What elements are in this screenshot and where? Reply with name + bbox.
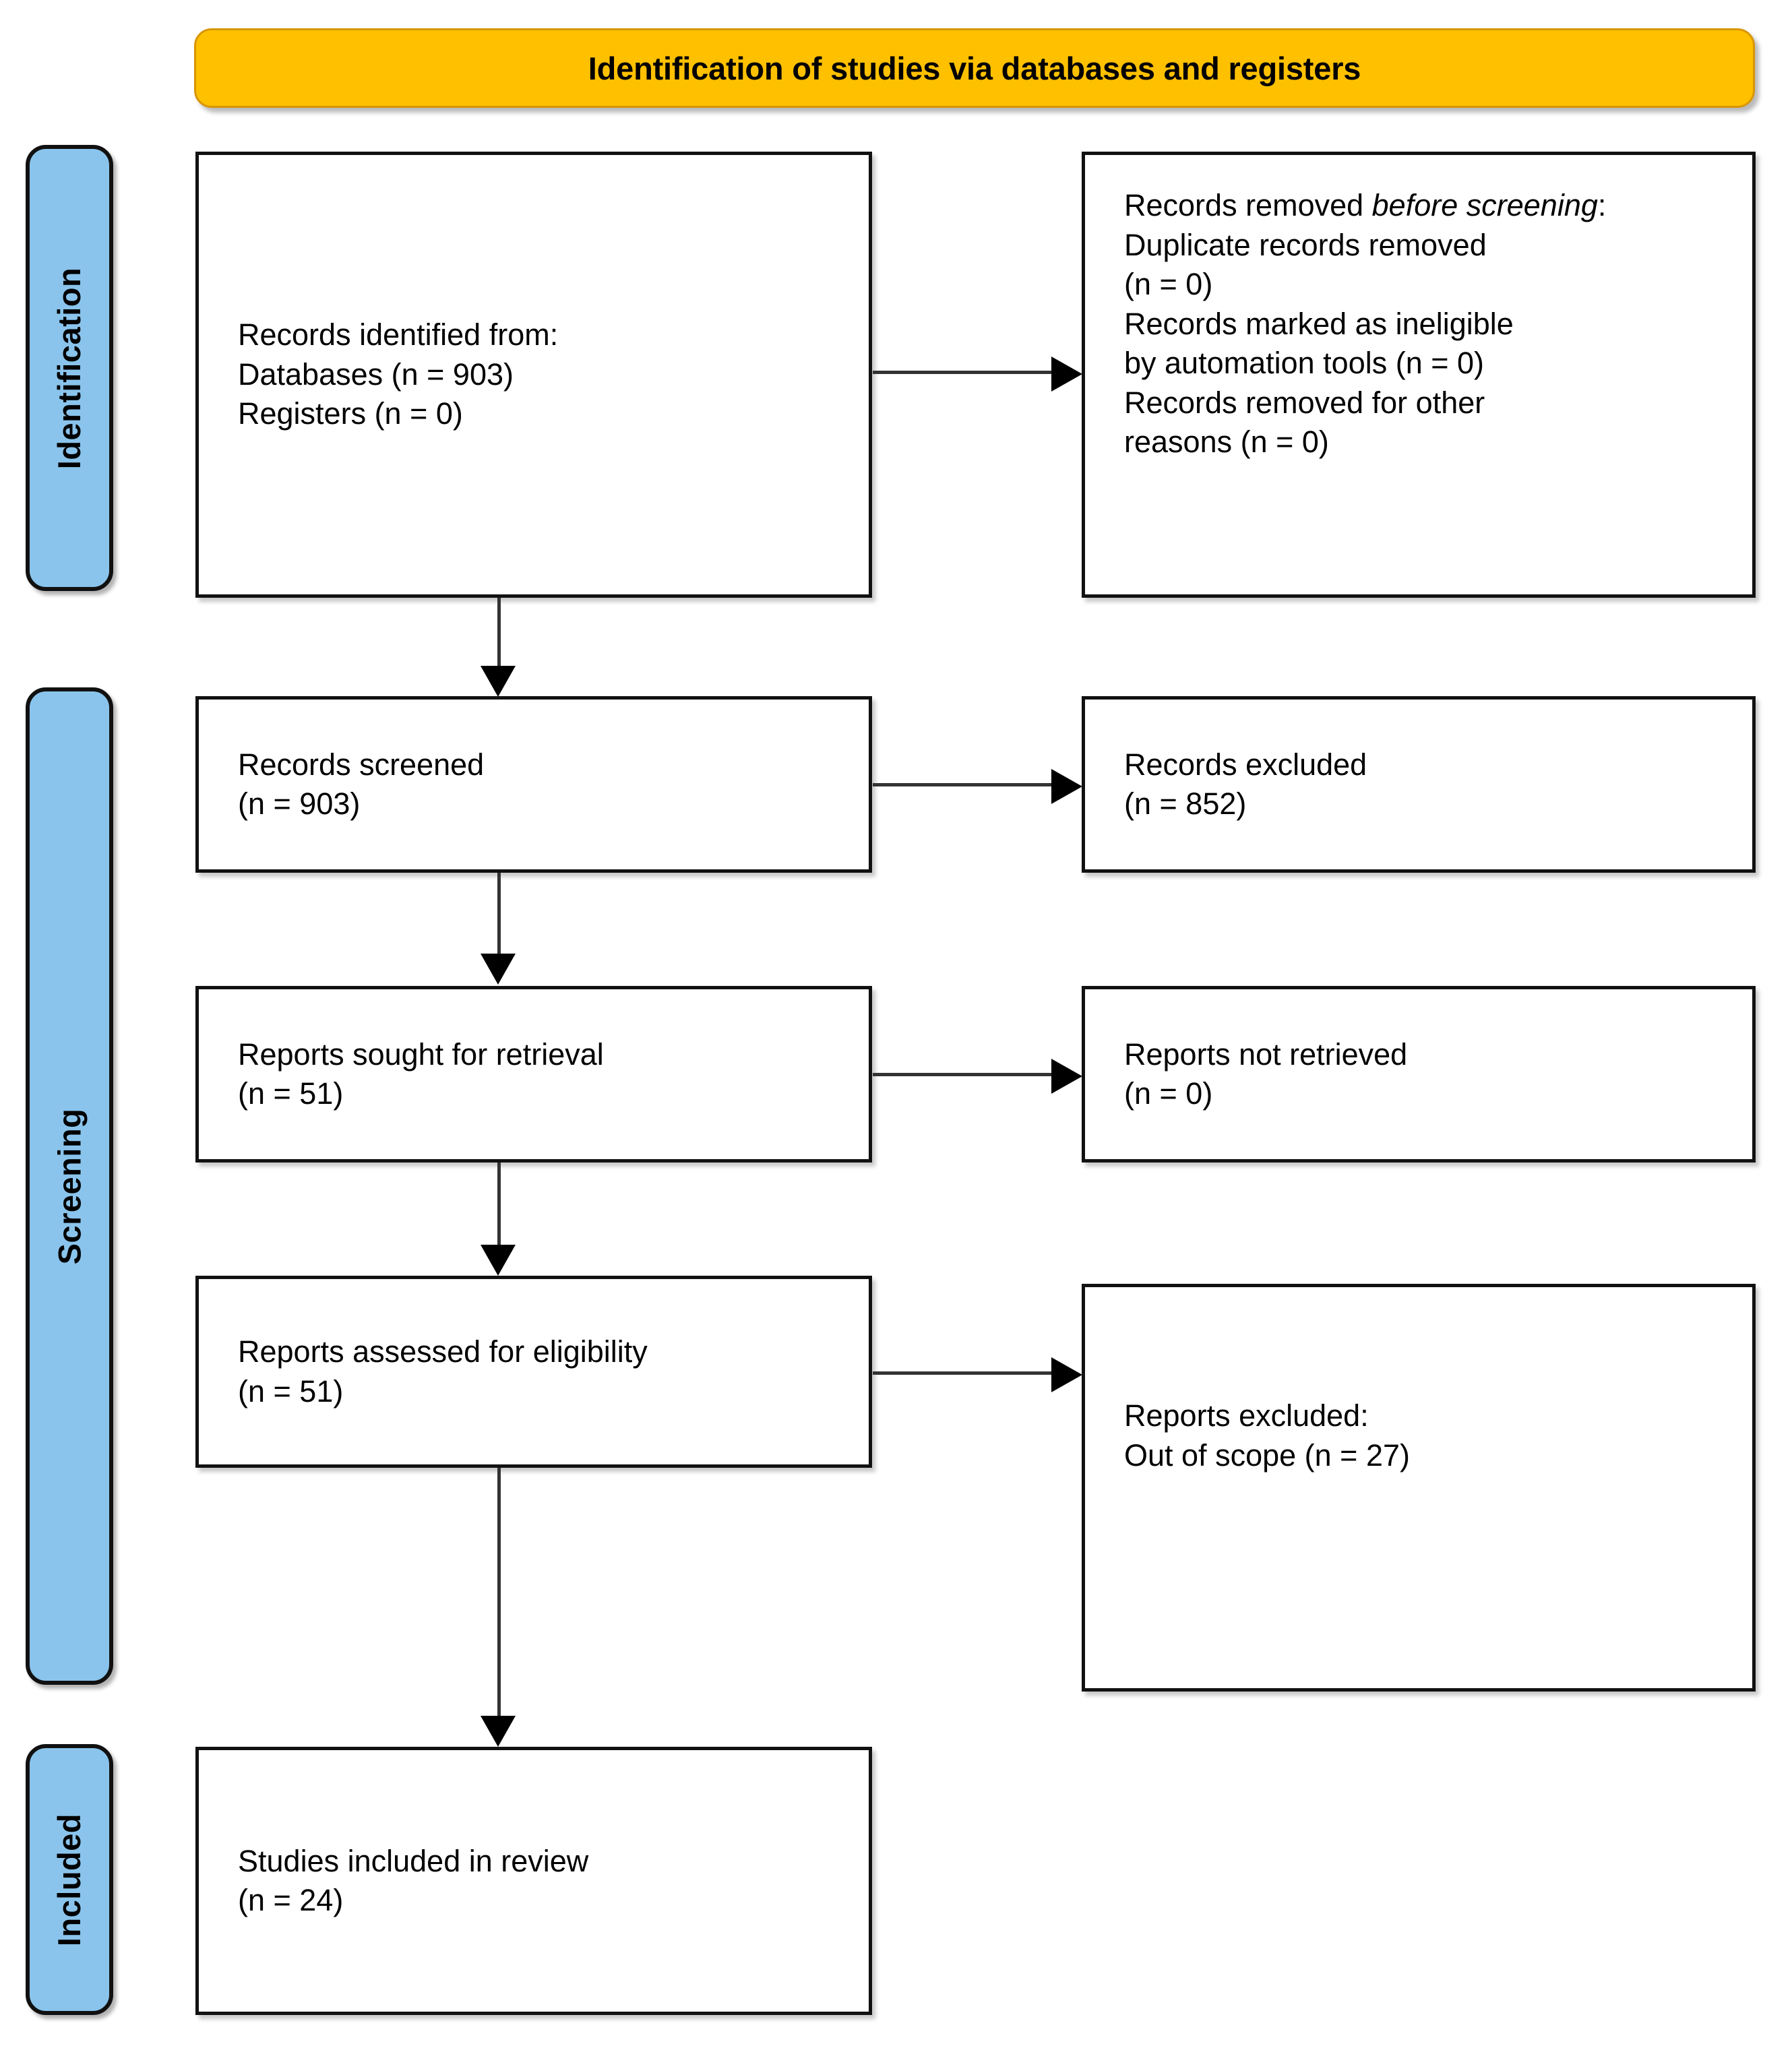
stage-label-included: Included — [26, 1744, 113, 2015]
reports-assessed-line2: (n = 51) — [238, 1373, 344, 1408]
box-records-removed-text: Records removed before screening: Duplic… — [1085, 186, 1752, 462]
studies-included-line1: Studies included in review — [238, 1843, 589, 1878]
arrow-down-icon — [481, 954, 516, 985]
records-removed-heading-plain: Records removed — [1124, 188, 1372, 222]
arrow-right-icon — [1051, 1059, 1082, 1094]
arrow-right-icon — [1051, 769, 1082, 804]
records-identified-line3: Registers (n = 0) — [238, 396, 463, 431]
reports-excluded-line1: Reports excluded: — [1124, 1398, 1369, 1433]
records-identified-line1: Records identified from: — [238, 317, 559, 352]
arrow-right-icon — [1051, 356, 1082, 392]
records-removed-line4: by automation tools (n = 0) — [1124, 346, 1485, 380]
reports-sought-line1: Reports sought for retrieval — [238, 1036, 604, 1072]
arrow-right-icon — [1051, 1357, 1082, 1392]
box-reports-excluded-text: Reports excluded: Out of scope (n = 27) — [1085, 1396, 1752, 1475]
studies-included-line2: (n = 24) — [238, 1883, 344, 1917]
connector-identified-to-removed — [873, 371, 1053, 374]
records-screened-line2: (n = 903) — [238, 786, 361, 821]
diagram-header-banner: Identification of studies via databases … — [194, 28, 1755, 108]
connector-assessed-to-included — [497, 1468, 501, 1716]
box-reports-sought-text: Reports sought for retrieval (n = 51) — [199, 1035, 869, 1114]
records-removed-heading-italic: before screening — [1371, 188, 1598, 222]
reports-not-retrieved-line2: (n = 0) — [1124, 1076, 1213, 1111]
records-removed-line5: Records removed for other — [1124, 385, 1485, 420]
box-records-screened-text: Records screened (n = 903) — [199, 745, 869, 824]
arrow-down-icon — [481, 666, 516, 697]
box-records-screened: Records screened (n = 903) — [195, 696, 872, 873]
connector-screened-to-sought — [497, 873, 501, 954]
box-records-excluded: Records excluded (n = 852) — [1082, 696, 1756, 873]
arrow-down-icon — [481, 1245, 516, 1276]
records-excluded-line1: Records excluded — [1124, 747, 1367, 782]
box-reports-assessed-for-eligibility: Reports assessed for eligibility (n = 51… — [195, 1276, 872, 1468]
stage-label-identification-text: Identification — [51, 267, 88, 469]
reports-sought-line2: (n = 51) — [238, 1076, 344, 1111]
box-reports-excluded: Reports excluded: Out of scope (n = 27) — [1082, 1284, 1756, 1692]
records-removed-line1: Duplicate records removed — [1124, 227, 1487, 262]
records-removed-line6: reasons (n = 0) — [1124, 425, 1329, 459]
stage-label-screening: Screening — [26, 687, 113, 1685]
records-removed-line2: (n = 0) — [1124, 267, 1213, 301]
connector-sought-to-assessed — [497, 1162, 501, 1245]
box-records-identified: Records identified from: Databases (n = … — [195, 152, 872, 598]
stage-label-included-text: Included — [51, 1813, 88, 1946]
records-identified-line2: Databases (n = 903) — [238, 356, 514, 392]
box-reports-sought-for-retrieval: Reports sought for retrieval (n = 51) — [195, 986, 872, 1162]
records-excluded-line2: (n = 852) — [1124, 786, 1247, 821]
stage-label-identification: Identification — [26, 145, 113, 591]
box-reports-not-retrieved-text: Reports not retrieved (n = 0) — [1085, 1035, 1752, 1114]
diagram-title: Identification of studies via databases … — [588, 50, 1361, 86]
box-records-excluded-text: Records excluded (n = 852) — [1085, 745, 1752, 824]
stage-label-screening-text: Screening — [51, 1108, 88, 1264]
box-studies-included-text: Studies included in review (n = 24) — [199, 1842, 869, 1921]
reports-excluded-line2: Out of scope (n = 27) — [1124, 1437, 1410, 1472]
box-records-identified-text: Records identified from: Databases (n = … — [199, 315, 869, 434]
connector-identified-to-screened — [497, 598, 501, 669]
arrow-down-icon — [481, 1716, 516, 1747]
connector-assessed-to-reports-excluded — [873, 1371, 1053, 1375]
records-screened-line1: Records screened — [238, 747, 485, 782]
box-reports-assessed-text: Reports assessed for eligibility (n = 51… — [199, 1332, 869, 1411]
box-studies-included-in-review: Studies included in review (n = 24) — [195, 1747, 872, 2015]
records-removed-heading-colon: : — [1597, 188, 1607, 222]
reports-assessed-line1: Reports assessed for eligibility — [238, 1334, 648, 1369]
reports-not-retrieved-line1: Reports not retrieved — [1124, 1036, 1408, 1072]
box-reports-not-retrieved: Reports not retrieved (n = 0) — [1082, 986, 1756, 1162]
records-removed-line3: Records marked as ineligible — [1124, 306, 1514, 341]
connector-screened-to-excluded — [873, 783, 1053, 786]
connector-sought-to-not-retrieved — [873, 1073, 1053, 1076]
box-records-removed-before-screening: Records removed before screening: Duplic… — [1082, 152, 1756, 598]
